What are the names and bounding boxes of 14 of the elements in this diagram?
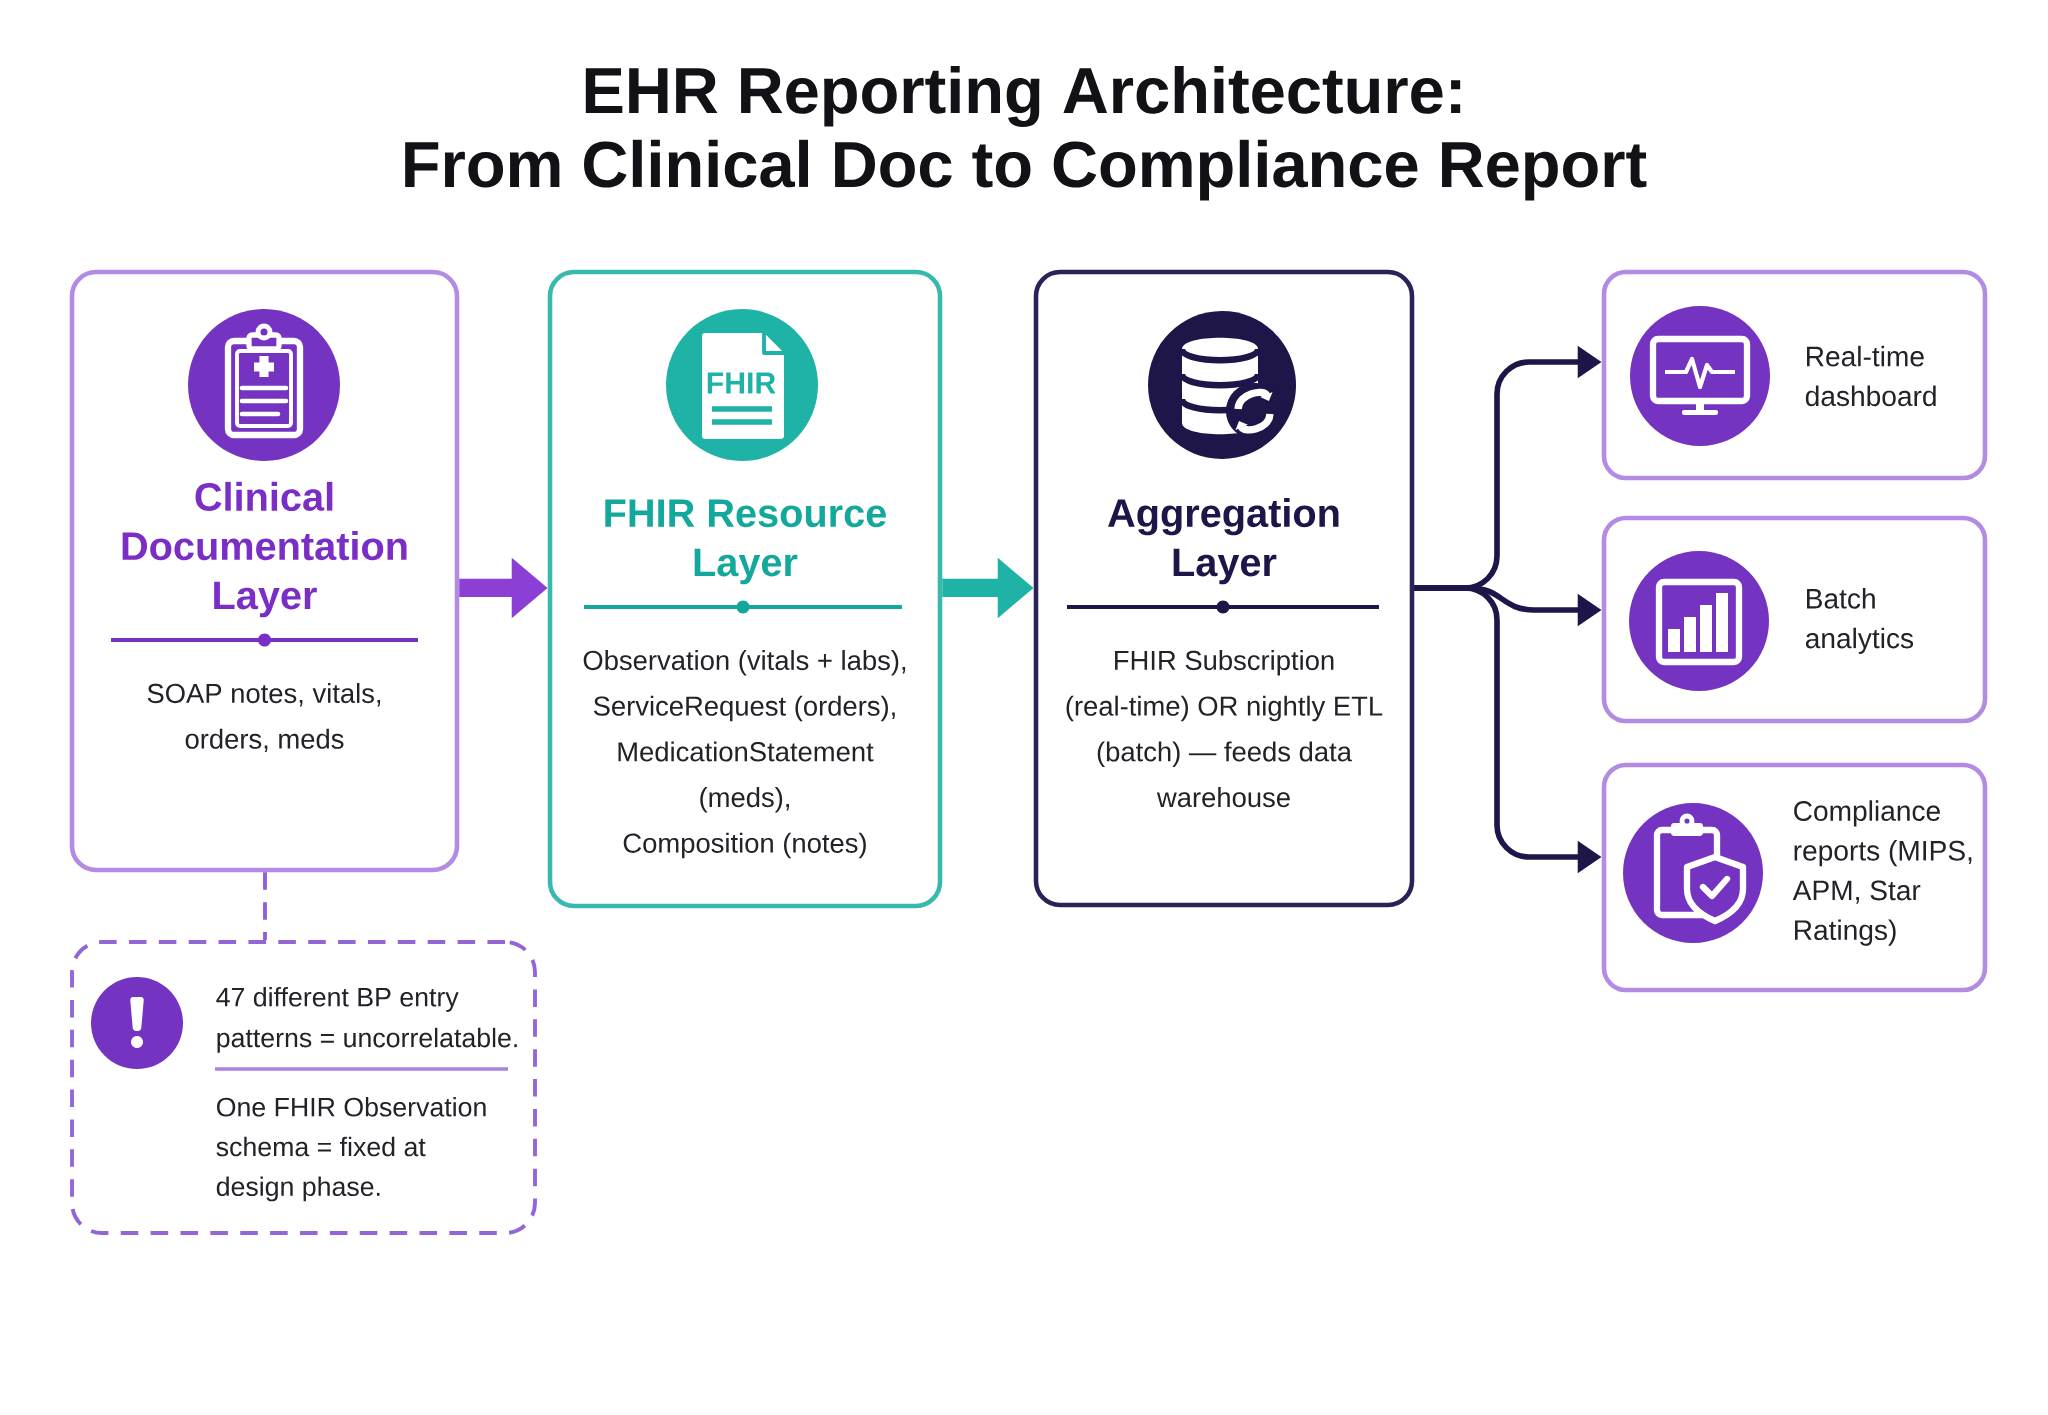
card-heading: Clinical Documentation Layer: [122, 481, 407, 618]
card-heading: FHIR Resource Layer: [605, 499, 886, 585]
note-text: One FHIR Observation schema = fixed at design phase.: [216, 1097, 486, 1202]
connector-line: [263, 872, 267, 941]
card-text: Observation (vitals + labs), ServiceRequest (orders), MedicationStatement (meds), Composition (notes): [583, 650, 906, 859]
card-text: Real-time dashboard: [1805, 345, 1936, 407]
title: EHR Reporting Architecture: From Clinical Doc to Compliance Report: [405, 66, 1647, 201]
icon-label: FHIR: [707, 372, 776, 394]
card-text: SOAP notes, vitals, orders, meds: [147, 683, 381, 753]
card-heading: Aggregation Layer: [1108, 498, 1339, 585]
card-text: Compliance reports (MIPS, APM, Star Ratings): [1792, 800, 1972, 946]
card-text: Batch analytics: [1805, 588, 1914, 654]
note-text: 47 different BP entry patterns = uncorrelatable.: [216, 987, 517, 1053]
card-text: FHIR Subscription (real-time) OR nightly ETL (batch) — feeds data warehouse: [1066, 650, 1383, 808]
